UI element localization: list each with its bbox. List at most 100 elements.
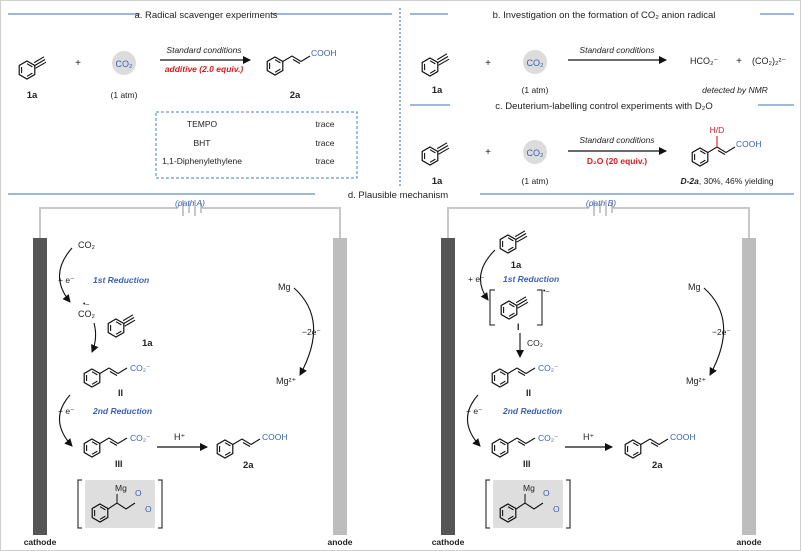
co2-label: CO₂ xyxy=(527,148,545,158)
cathode-label: cathode xyxy=(24,537,57,547)
panel-d-title: d. Plausible mechanism xyxy=(348,190,448,201)
label-III: III xyxy=(523,459,531,469)
mg-oxidation-arrow xyxy=(293,287,315,376)
intermediate-III-structure xyxy=(492,438,535,457)
carbonyl-oxygen-label: O xyxy=(553,504,560,514)
cinnamic-acid-2a-structure xyxy=(625,439,668,458)
plus-sign: + xyxy=(485,147,491,158)
first-reduction-arrow xyxy=(58,247,73,303)
bracket-right xyxy=(158,479,163,529)
conditions-label: Standard conditions xyxy=(579,135,655,145)
carboxylate-label: CO₂⁻ xyxy=(538,433,559,443)
radical-anion-mark: •– xyxy=(83,301,89,308)
ring-oxygen-label: O xyxy=(135,488,142,498)
path-b-label: (path B) xyxy=(586,198,616,208)
radical-anion-I-structure xyxy=(501,297,528,319)
bracket-left xyxy=(485,479,490,529)
phenylacetylene-1a-structure xyxy=(422,54,449,76)
bracket-left xyxy=(489,289,495,326)
bracket-right xyxy=(566,479,571,529)
scavenger-result: trace xyxy=(316,119,335,129)
bracket-right xyxy=(537,289,543,326)
pressure-label: (1 atm) xyxy=(111,90,138,100)
conditions-label: Standard conditions xyxy=(166,45,242,55)
panel-a-title: a. Radical scavenger experiments xyxy=(134,10,277,21)
scavenger-name: 1,1-Diphenylethylene xyxy=(162,156,242,166)
cooh-label: COOH xyxy=(736,139,762,149)
plus-sign: + xyxy=(485,58,491,69)
second-reduction-arrow xyxy=(58,394,73,447)
detected-label: detected by NMR xyxy=(702,85,768,95)
co2-label: CO₂ xyxy=(527,58,545,68)
oxalate-label: (CO₂)₂²⁻ xyxy=(752,56,786,66)
label-1a: 1a xyxy=(511,260,522,271)
path-a-label: (path A) xyxy=(175,198,205,208)
anode-electrode xyxy=(742,238,756,535)
second-reduction-label: 2nd Reduction xyxy=(92,406,152,416)
co2-label: CO₂ xyxy=(78,240,96,250)
scavenger-result: trace xyxy=(316,138,335,148)
carboxylate-label: CO₂⁻ xyxy=(538,363,559,373)
scavenger-name: BHT xyxy=(194,138,211,148)
mechanism-path-a: (path A) cathode anode CO₂ + e⁻ 1st Redu… xyxy=(24,198,353,547)
mg-complex-bonds xyxy=(107,502,136,510)
label-1a: 1a xyxy=(142,338,153,349)
phenylacetylene-1a-structure xyxy=(500,231,527,253)
plus-sign: + xyxy=(736,56,742,67)
electron-label: + e⁻ xyxy=(468,274,485,284)
yield-text: , 30%, 46% yielding xyxy=(699,176,774,186)
pressure-label: (1 atm) xyxy=(522,85,549,95)
carboxylate-label: CO₂⁻ xyxy=(130,433,151,443)
second-reduction-arrow xyxy=(466,394,481,447)
scavenger-name: TEMPO xyxy=(187,119,218,129)
label-1a: 1a xyxy=(27,90,38,101)
conditions-label: Standard conditions xyxy=(579,45,655,55)
cathode-electrode xyxy=(441,238,455,535)
proton-label: H⁺ xyxy=(583,432,594,442)
pressure-label: (1 atm) xyxy=(522,176,549,186)
intermediate-II-structure xyxy=(492,368,535,387)
panel-c-title: c. Deuterium-labelling control experimen… xyxy=(495,101,713,112)
cathode-label: cathode xyxy=(432,537,465,547)
power-source-icon xyxy=(589,200,613,216)
plus-sign: + xyxy=(75,58,81,69)
carbonyl-oxygen-label: O xyxy=(145,504,152,514)
co2-bubble xyxy=(523,140,547,164)
electron-label: + e⁻ xyxy=(58,406,75,416)
first-reduction-label: 1st Reduction xyxy=(503,274,559,284)
mg-label: Mg xyxy=(278,282,291,292)
anode-label: anode xyxy=(327,537,352,547)
deuterated-product-structure xyxy=(692,147,735,166)
co2-radical-anion: CO₂ xyxy=(78,309,96,319)
electron-label: + e⁻ xyxy=(466,406,483,416)
co2-label: CO₂ xyxy=(527,338,543,348)
panel-c: 1a + CO₂ (1 atm) Standard conditions D₂O… xyxy=(422,125,774,187)
d2a-yield-label: D-2a, 30%, 46% yielding xyxy=(680,176,773,186)
scavenger-result: trace xyxy=(316,156,335,166)
label-2a: 2a xyxy=(243,460,254,471)
minus-2e-label: −2e⁻ xyxy=(712,327,731,337)
mg-atom-label: Mg xyxy=(115,483,127,493)
label-2a: 2a xyxy=(652,460,663,471)
label-1a: 1a xyxy=(432,85,443,96)
power-source-icon xyxy=(178,200,202,216)
ring-oxygen-label: O xyxy=(543,488,550,498)
mechanism-path-b: (path B) cathode anode 1a + e⁻ 1st Reduc… xyxy=(432,198,762,547)
co2-bubble xyxy=(523,50,547,74)
cooh-label: COOH xyxy=(262,432,288,442)
phenylacetylene-1a-structure xyxy=(19,57,46,79)
addition-arrow xyxy=(91,322,99,353)
mg-complex-bonds xyxy=(515,502,544,510)
scavenger-table-frame xyxy=(155,111,358,179)
cooh-label: COOH xyxy=(311,48,337,58)
radical-anion-mark: •– xyxy=(543,288,549,295)
intermediate-II-structure xyxy=(84,368,127,387)
panel-a: 1a + CO₂ (1 atm) Standard conditions add… xyxy=(19,45,358,179)
cinnamic-acid-2a-structure xyxy=(267,56,310,75)
co2-bubble xyxy=(112,51,136,75)
d2o-reagent-label: D₂O (20 equiv.) xyxy=(587,156,647,166)
anode-label: anode xyxy=(736,537,761,547)
minus-2e-label: −2e⁻ xyxy=(302,327,321,337)
panel-b: 1a + CO₂ (1 atm) Standard conditions HCO… xyxy=(422,45,786,96)
